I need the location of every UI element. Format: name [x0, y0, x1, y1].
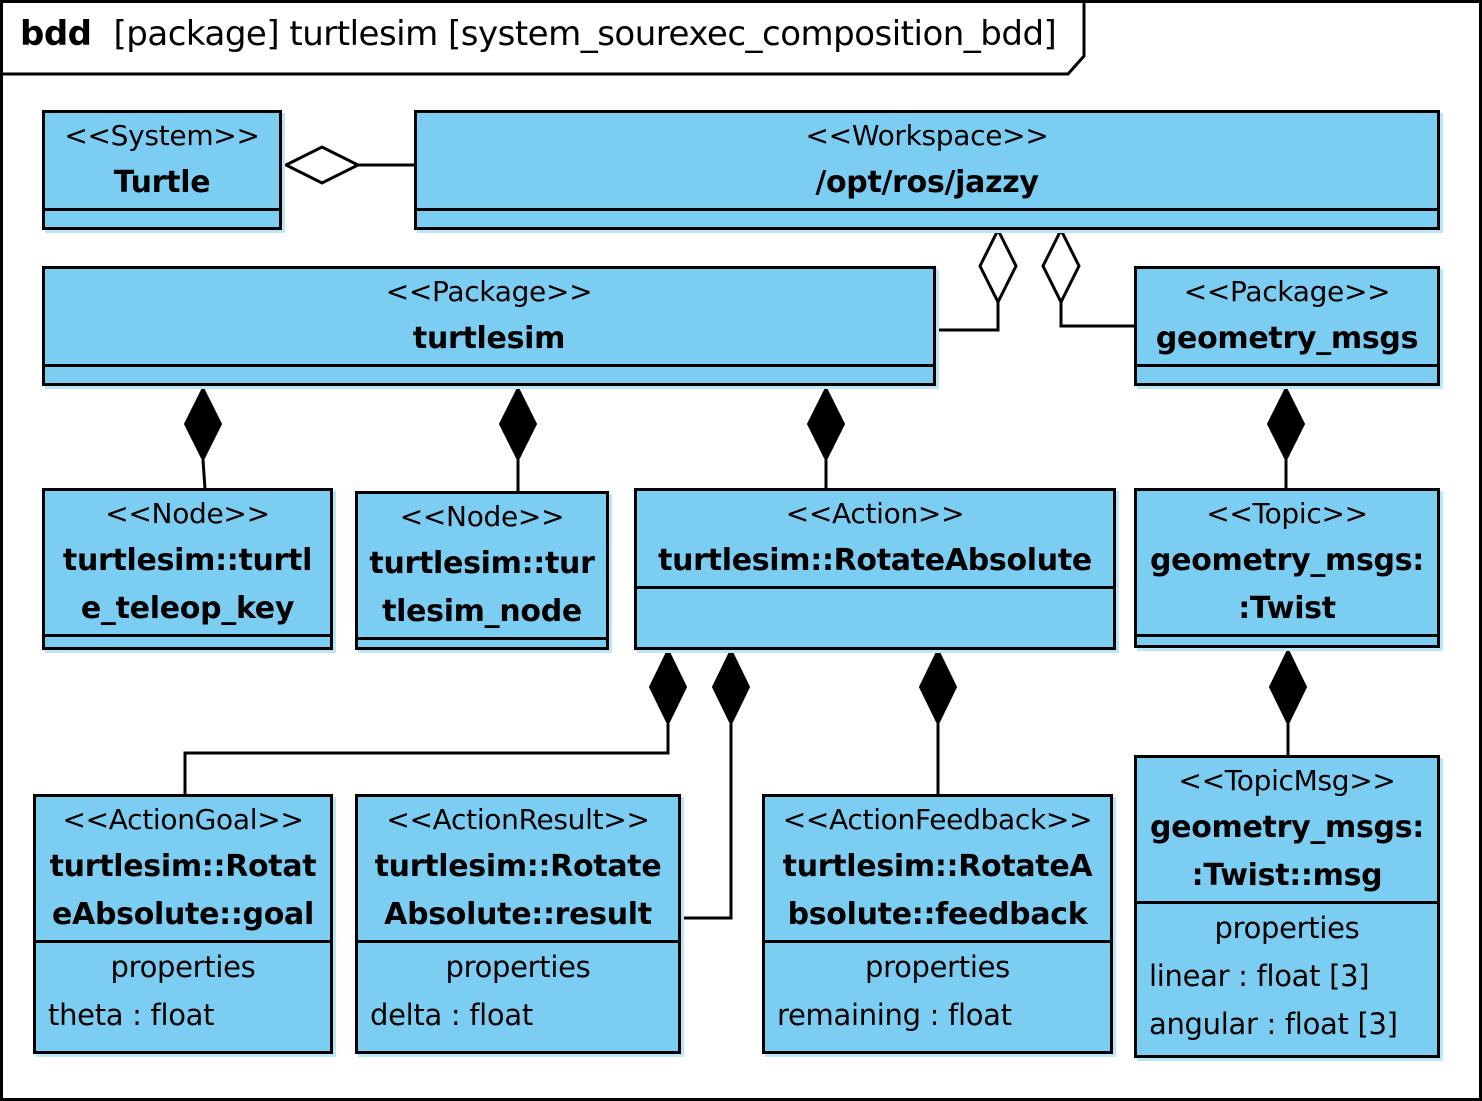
block-name-line2: eAbsolute::goal — [52, 897, 314, 932]
block-action-result[interactable]: <<ActionResult>> turtlesim::Rotate Absol… — [355, 794, 681, 1054]
block-name-line2: e_teleop_key — [80, 591, 295, 626]
block-name-line1: turtlesim::Rotate — [374, 849, 662, 884]
block-stereotype: <<Node>> — [105, 497, 270, 530]
filled-diamond-icon — [183, 385, 223, 463]
block-name-line2: :Twist::msg — [1191, 858, 1383, 893]
property-item: angular : float [3] — [1149, 1007, 1398, 1041]
block-name-line1: turtlesim::RotateA — [782, 849, 1093, 884]
property-item: linear : float [3] — [1149, 959, 1370, 993]
block-action-feedback[interactable]: <<ActionFeedback>> turtlesim::RotateA bs… — [762, 794, 1113, 1054]
filled-diamond-icon — [1268, 647, 1308, 727]
block-node-turtlesim-node[interactable]: <<Node>> turtlesim::tur tlesim_node — [355, 491, 609, 650]
properties-compartment: properties delta : float — [358, 943, 678, 1039]
block-stereotype: <<Package>> — [1183, 275, 1391, 308]
compartment-title: properties — [865, 950, 1010, 984]
block-stereotype: <<Node>> — [399, 500, 565, 533]
block-name-line1: geometry_msgs: — [1150, 543, 1424, 578]
property-item: theta : float — [48, 998, 215, 1032]
block-topic-msg[interactable]: <<TopicMsg>> geometry_msgs: :Twist::msg … — [1134, 755, 1440, 1058]
block-stereotype: <<TopicMsg>> — [1178, 764, 1396, 797]
filled-diamond-icon — [1266, 385, 1306, 463]
block-name-line2: tlesim_node — [382, 594, 582, 629]
block-topic-twist[interactable]: <<Topic>> geometry_msgs: :Twist — [1134, 488, 1440, 648]
block-name-line2: :Twist — [1238, 591, 1336, 626]
block-stereotype: <<Action>> — [785, 497, 965, 530]
block-stereotype: <<Package>> — [385, 275, 593, 308]
filled-diamond-icon — [806, 385, 846, 463]
block-name: turtlesim::RotateAbsolute — [658, 543, 1092, 578]
composition-action-goal — [183, 647, 688, 796]
hollow-diamond-icon — [978, 226, 1018, 306]
block-name: geometry_msgs — [1155, 321, 1419, 356]
properties-compartment: properties linear : float [3] angular : … — [1137, 904, 1437, 1048]
block-stereotype: <<Workspace>> — [805, 119, 1049, 152]
diagram-title-tab — [3, 3, 1086, 76]
block-name-line1: geometry_msgs: — [1150, 810, 1424, 845]
block-stereotype: <<Topic>> — [1206, 497, 1368, 530]
block-workspace[interactable]: <<Workspace>> /opt/ros/jazzy — [414, 110, 1440, 230]
composition-topic-topicmsg — [1268, 647, 1308, 757]
composition-action-feedback — [918, 647, 958, 796]
filled-diamond-icon — [918, 647, 958, 727]
block-system-turtle[interactable]: <<System>> Turtle — [42, 110, 282, 230]
block-action-goal[interactable]: <<ActionGoal>> turtlesim::Rotat eAbsolut… — [33, 794, 333, 1054]
diagram-kind: bdd — [20, 14, 92, 54]
compartment-title: properties — [110, 950, 256, 984]
property-item: remaining : float — [777, 998, 1012, 1032]
filled-diamond-icon — [648, 647, 688, 727]
block-name: /opt/ros/jazzy — [815, 165, 1039, 200]
aggregation-workspace-turtlesim — [936, 226, 1018, 332]
composition-turtlesim-teleop — [183, 385, 223, 490]
property-item: delta : float — [370, 998, 533, 1032]
aggregation-workspace-geometry — [1041, 226, 1134, 328]
properties-compartment: properties remaining : float — [765, 943, 1110, 1039]
composition-turtlesim-action — [806, 385, 846, 489]
block-package-turtlesim[interactable]: <<Package>> turtlesim — [42, 266, 936, 386]
composition-action-result — [680, 647, 751, 920]
compartment-title: properties — [1214, 911, 1360, 945]
filled-diamond-icon — [498, 385, 538, 463]
block-name: turtlesim — [412, 321, 566, 356]
block-stereotype: <<ActionGoal>> — [62, 803, 304, 836]
block-name-line1: turtlesim::turtl — [62, 543, 313, 578]
block-name-line2: Absolute::result — [384, 897, 652, 932]
block-name-line2: bsolute::feedback — [787, 897, 1088, 932]
block-name: Turtle — [113, 165, 211, 200]
block-stereotype: <<ActionFeedback>> — [782, 803, 1093, 836]
hollow-diamond-icon — [282, 145, 362, 185]
filled-diamond-icon — [711, 647, 751, 727]
hollow-diamond-icon — [1041, 226, 1081, 306]
block-node-teleop-key[interactable]: <<Node>> turtlesim::turtl e_teleop_key — [42, 488, 333, 650]
compartment-title: properties — [445, 950, 591, 984]
block-name-line1: turtlesim::tur — [369, 546, 595, 581]
block-stereotype: <<ActionResult>> — [386, 803, 650, 836]
block-name-line1: turtlesim::Rotat — [49, 849, 317, 884]
diagram-title-text: [package] turtlesim [system_sourexec_com… — [113, 14, 1057, 54]
properties-compartment: properties theta : float — [36, 943, 330, 1039]
aggregation-system-workspace — [282, 145, 414, 185]
block-action-rotate-absolute[interactable]: <<Action>> turtlesim::RotateAbsolute — [634, 488, 1116, 650]
diagram-title: bdd [package] turtlesim [system_sourexec_… — [20, 14, 1057, 54]
composition-geometry-topic — [1266, 385, 1306, 489]
composition-turtlesim-node — [498, 385, 538, 492]
block-stereotype: <<System>> — [64, 119, 260, 152]
block-package-geometry-msgs[interactable]: <<Package>> geometry_msgs — [1134, 266, 1440, 386]
